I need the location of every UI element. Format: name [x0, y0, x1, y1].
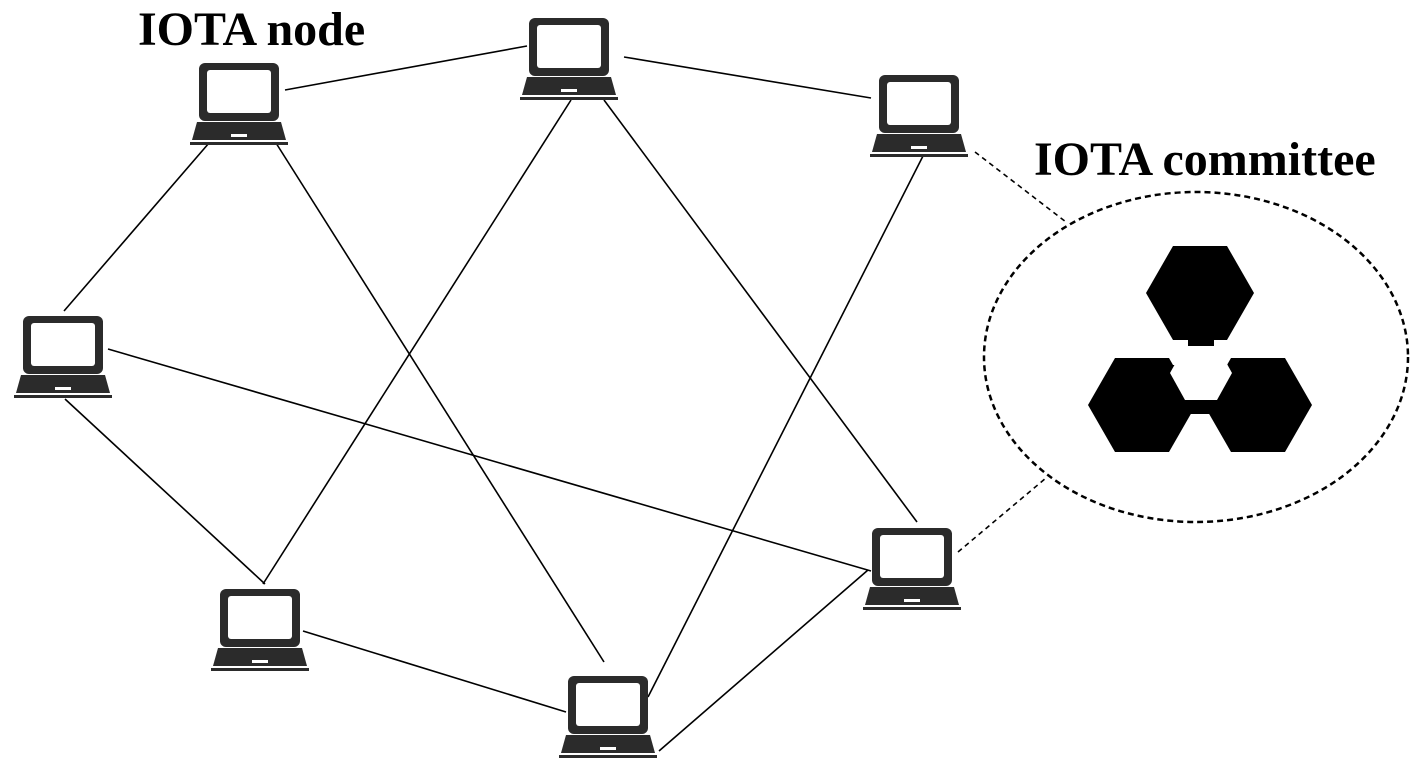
committee-link-node-top-right	[974, 151, 1067, 223]
link-node-top-left-node-top-center	[284, 45, 528, 91]
link-node-top-center-node-bottom-right	[603, 99, 918, 523]
node-bottom-left-laptop-icon	[211, 589, 309, 671]
link-node-middle-left-node-bottom-right	[107, 348, 872, 572]
link-node-bottom-center-node-bottom-right	[658, 569, 869, 752]
network-links	[63, 45, 924, 752]
iota-logo-icon	[1088, 246, 1312, 452]
link-node-bottom-left-node-bottom-center	[302, 630, 567, 713]
committee-link-node-bottom-right	[957, 477, 1047, 553]
committee-links	[957, 151, 1067, 553]
node-top-center-laptop-icon	[520, 18, 618, 100]
node-bottom-right-laptop-icon	[863, 528, 961, 610]
network-nodes	[14, 18, 968, 758]
link-node-top-right-node-bottom-center	[647, 155, 924, 698]
link-node-top-left-node-bottom-center	[275, 142, 605, 663]
node-middle-left-laptop-icon	[14, 316, 112, 398]
node-bottom-center-laptop-icon	[559, 676, 657, 758]
committee-label: IOTA committee	[1034, 133, 1376, 186]
link-node-middle-left-node-bottom-left	[64, 398, 266, 585]
node-label: IOTA node	[138, 3, 366, 56]
node-top-right-laptop-icon	[870, 75, 968, 157]
link-node-top-left-node-middle-left	[63, 142, 210, 312]
link-node-top-center-node-top-right	[623, 56, 872, 99]
link-node-top-center-node-bottom-left	[262, 99, 572, 585]
node-top-left-laptop-icon	[190, 63, 288, 145]
committee-ellipse	[982, 190, 1410, 524]
